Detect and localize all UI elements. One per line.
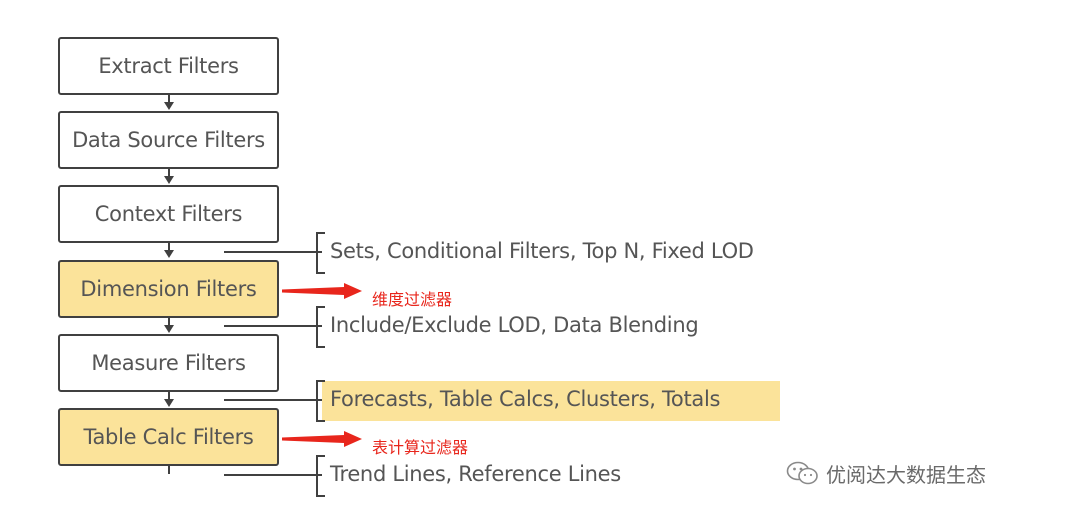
note-bracket-3-top	[316, 380, 325, 382]
note-bracket-1-top	[316, 232, 325, 234]
wechat-icon	[786, 461, 818, 484]
connector-1	[168, 95, 170, 103]
step-table-calc-filters: Table Calc Filters	[58, 408, 279, 466]
arrowhead-3	[164, 250, 174, 258]
note-include-exclude: Include/Exclude LOD, Data Blending	[330, 313, 699, 337]
note-trend-lines: Trend Lines, Reference Lines	[330, 462, 621, 486]
step-context-filters: Context Filters	[58, 185, 279, 243]
note-bracket-4-top	[316, 455, 325, 457]
note-bracket-3	[316, 380, 318, 422]
annotation-dimension-filters-cn: 维度过滤器	[372, 290, 453, 309]
step-data-source-filters: Data Source Filters	[58, 111, 279, 169]
note-bracket-2-top	[316, 306, 325, 308]
note-sets-conditional: Sets, Conditional Filters, Top N, Fixed …	[330, 239, 754, 263]
watermark: 优阅达大数据生态	[786, 459, 986, 488]
note-bracket-3-bottom	[316, 420, 325, 422]
note-bracket-4	[316, 455, 318, 497]
note-leader-1	[224, 251, 322, 253]
note-leader-4	[224, 474, 322, 476]
annotation-table-calc-filters-cn: 表计算过滤器	[372, 438, 469, 457]
arrowhead-5	[164, 399, 174, 407]
arrowhead-4	[164, 325, 174, 333]
connector-5	[168, 392, 170, 400]
note-bracket-1-bottom	[316, 272, 325, 274]
red-arrow-icon	[282, 283, 362, 299]
note-bracket-4-bottom	[316, 495, 325, 497]
note-bracket-2	[316, 306, 318, 348]
watermark-text: 优阅达大数据生态	[826, 463, 986, 487]
note-highlight-band	[322, 381, 780, 421]
connector-2	[168, 169, 170, 177]
note-leader-2	[224, 325, 322, 327]
note-bracket-2-bottom	[316, 346, 325, 348]
note-forecasts: Forecasts, Table Calcs, Clusters, Totals	[330, 387, 721, 411]
connector-3	[168, 243, 170, 251]
connector-6	[168, 466, 170, 474]
arrowhead-1	[164, 102, 174, 110]
note-bracket-1	[316, 232, 318, 274]
note-leader-3	[224, 399, 322, 401]
red-arrow-icon	[282, 431, 362, 447]
step-measure-filters: Measure Filters	[58, 334, 279, 392]
step-dimension-filters: Dimension Filters	[58, 260, 279, 318]
arrowhead-2	[164, 176, 174, 184]
step-extract-filters: Extract Filters	[58, 37, 279, 95]
connector-4	[168, 318, 170, 326]
